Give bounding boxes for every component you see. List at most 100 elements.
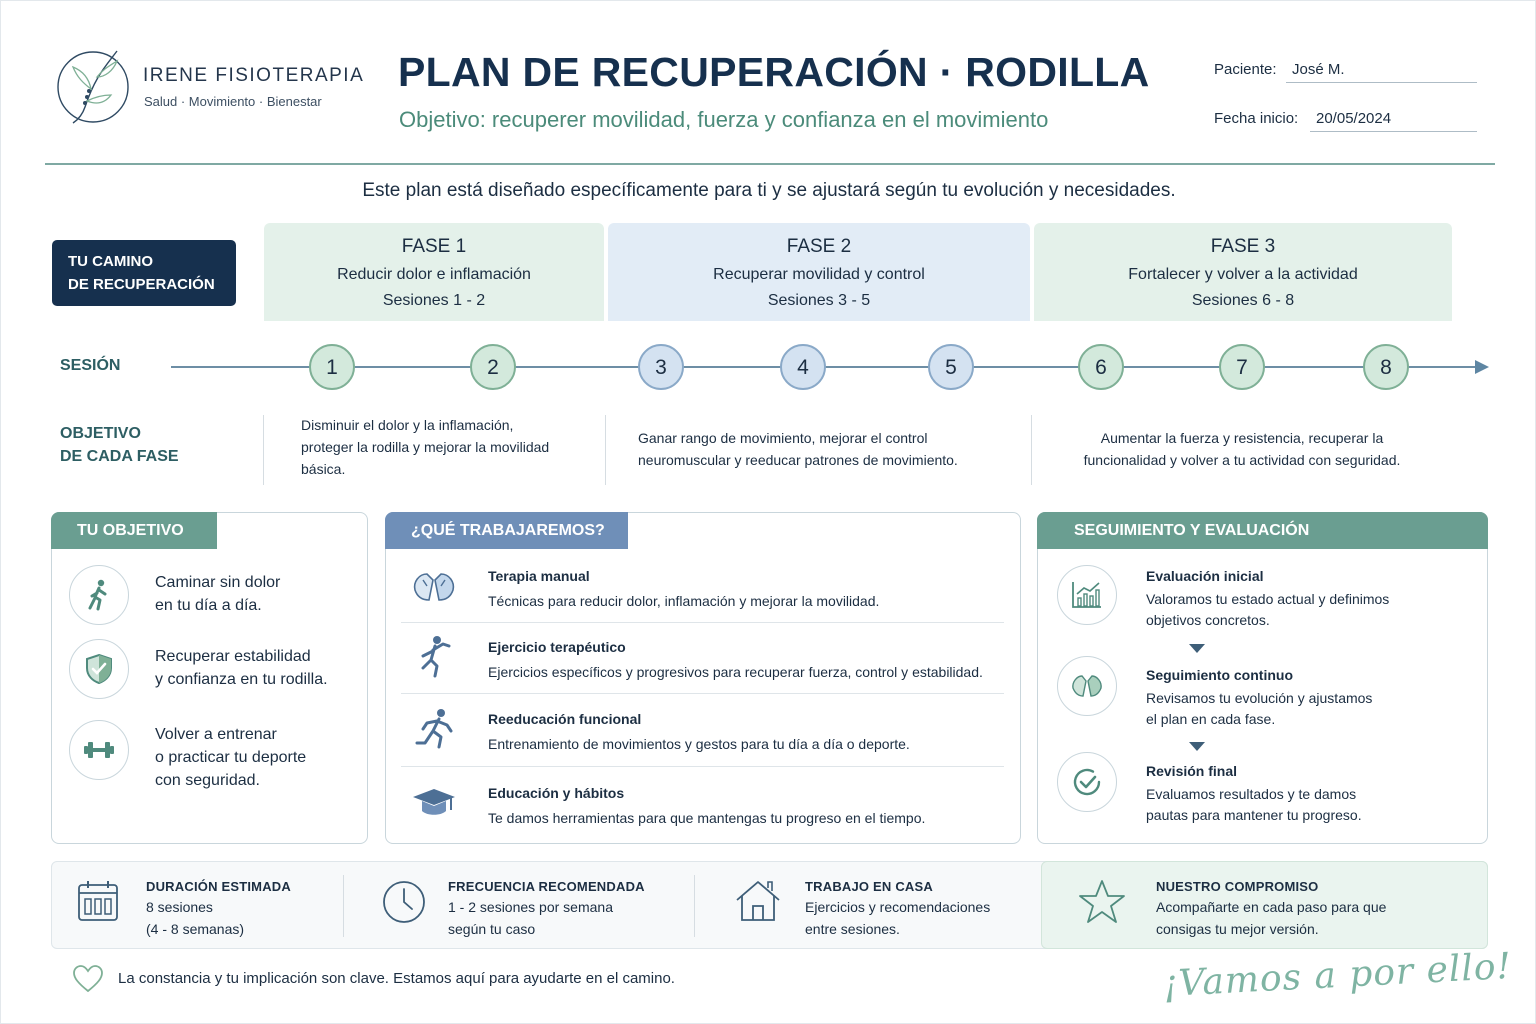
work-item-desc: Técnicas para reducir dolor, inflamación… — [488, 593, 880, 609]
work-item-1: Terapia manual Técnicas para reducir dol… — [488, 568, 879, 609]
tracking-item-desc: Valoramos tu estado actual y definimos o… — [1146, 589, 1389, 631]
phase-sessions: Sesiones 1 - 2 — [382, 292, 486, 309]
footer-item-title: DURACIÓN ESTIMADA — [146, 879, 291, 894]
tracking-item-desc-line: Valoramos tu estado actual y definimos — [1146, 591, 1390, 607]
tracking-item-title: Evaluación inicial — [1146, 568, 1264, 584]
star-icon — [1079, 880, 1125, 923]
hands-icon — [1057, 656, 1117, 716]
divider — [694, 875, 695, 937]
goal-item-text: con seguridad. — [155, 772, 260, 789]
footer-item-title: TRABAJO EN CASA — [805, 879, 933, 894]
footer-item-desc-line: Acompañarte en cada paso para que — [1156, 899, 1387, 915]
footer-item-desc-line: (4 - 8 semanas) — [146, 921, 245, 937]
phase-2-header: FASE 2 Recuperar movilidad y control Ses… — [608, 223, 1030, 321]
footer-item-homework: TRABAJO EN CASA Ejercicios y recomendaci… — [805, 879, 990, 940]
date-label: Fecha inicio: — [1214, 110, 1299, 127]
session-label: SESIÓN — [60, 357, 121, 374]
tracking-item-desc: Revisamos tu evolución y ajustamos el pl… — [1146, 688, 1372, 730]
header-divider — [45, 163, 1495, 165]
footer-item-title: FRECUENCIA RECOMENDADA — [448, 879, 645, 894]
goal-item-text: Caminar sin dolor — [155, 574, 281, 591]
tracking-card-title: SEGUIMIENTO Y EVALUACIÓN — [1037, 512, 1488, 549]
recovery-path-line2: DE RECUPERACIÓN — [68, 276, 215, 293]
heart-icon — [73, 965, 103, 993]
divider — [1031, 415, 1032, 485]
goal-item-text: en tu día a día. — [155, 597, 262, 614]
footer-item-desc: 8 sesiones (4 - 8 semanas) — [146, 896, 291, 940]
work-card — [385, 512, 1021, 844]
calendar-icon — [78, 881, 118, 921]
phase-title: FASE 3 — [1210, 236, 1276, 257]
goal-card-title: TU OBJETIVO — [51, 512, 217, 549]
shield-check-icon — [69, 639, 129, 699]
tracking-item-desc-line: pautas para mantener tu progreso. — [1146, 807, 1362, 823]
patient-label: Paciente: — [1214, 61, 1277, 78]
footer-item-desc: Ejercicios y recomendaciones entre sesio… — [805, 896, 990, 940]
phase-subtitle: Fortalecer y volver a la actividad — [1128, 266, 1358, 283]
session-node-8: 8 — [1363, 344, 1409, 390]
graduation-cap-icon — [413, 789, 455, 815]
divider — [401, 766, 1004, 767]
goal-item-3: Volver a entrenar o practicar tu deporte… — [155, 723, 306, 792]
dumbbell-icon — [69, 720, 129, 780]
footer-item-desc: 1 - 2 sesiones por semana según tu caso — [448, 896, 645, 940]
goal-item-text: o practicar tu deporte — [155, 749, 307, 766]
phase-1-objective: Disminuir el dolor y la inflamación, pro… — [301, 417, 550, 477]
recovery-path-line1: TU CAMINO — [68, 253, 153, 270]
divider — [401, 693, 1004, 694]
tracking-item-desc-line: Evaluamos resultados y te damos — [1146, 786, 1357, 802]
commitment-panel — [1041, 861, 1488, 949]
arrow-down-icon — [1189, 644, 1205, 653]
hands-icon — [413, 573, 455, 601]
objective-label-line2: DE CADA FASE — [60, 448, 179, 465]
phase-title: FASE 1 — [401, 236, 467, 257]
tracking-item-desc-line: el plan en cada fase. — [1146, 711, 1276, 727]
divider — [343, 875, 344, 937]
tracking-item-desc-line: objetivos concretos. — [1146, 612, 1270, 628]
work-item-desc: Entrenamiento de movimientos y gestos pa… — [488, 736, 910, 752]
footer-item-desc-line: Ejercicios y recomendaciones — [805, 899, 991, 915]
phase-sessions: Sesiones 6 - 8 — [1191, 292, 1295, 309]
footer-item-commitment: NUESTRO COMPROMISO Acompañarte en cada p… — [1156, 879, 1386, 940]
clock-icon — [383, 881, 425, 923]
work-item-desc: Ejercicios específicos y progresivos par… — [488, 664, 983, 680]
walking-person-icon — [69, 565, 129, 625]
work-item-4: Educación y hábitos Te damos herramienta… — [488, 785, 925, 826]
footer-item-desc-line: 1 - 2 sesiones por semana — [448, 899, 613, 915]
goal-item-1: Caminar sin dolor en tu día a día. — [155, 571, 280, 617]
check-circle-icon — [1057, 752, 1117, 812]
phase-1-header: FASE 1 Reducir dolor e inflamación Sesio… — [264, 223, 604, 321]
work-item-title: Reeducación funcional — [488, 711, 642, 727]
session-node-6: 6 — [1078, 344, 1124, 390]
arrow-down-icon — [1189, 742, 1205, 751]
phase-3-header: FASE 3 Fortalecer y volver a la activida… — [1034, 223, 1452, 321]
work-item-desc: Te damos herramientas para que mantengas… — [488, 810, 926, 826]
chart-icon — [1057, 565, 1117, 625]
tracking-item-1: Evaluación inicial Valoramos tu estado a… — [1146, 568, 1389, 631]
work-item-2: Ejercicio terapéutico Ejercicios específ… — [488, 639, 983, 680]
divider — [263, 415, 264, 485]
house-icon — [736, 881, 780, 921]
footer-item-frequency: FRECUENCIA RECOMENDADA 1 - 2 sesiones po… — [448, 879, 645, 940]
page-title: PLAN DE RECUPERACIÓN · RODILLA — [398, 49, 1150, 95]
brand-tagline: Salud · Movimiento · Bienestar — [144, 94, 322, 109]
footer-item-desc-line: consigas tu mejor versión. — [1156, 921, 1319, 937]
patient-field[interactable]: José M. — [1286, 61, 1477, 83]
tracking-item-desc: Evaluamos resultados y te damos pautas p… — [1146, 784, 1362, 826]
session-node-2: 2 — [470, 344, 516, 390]
signature-slogan: ¡Vamos a por ello! — [1162, 945, 1513, 1006]
objective-label: OBJETIVO DE CADA FASE — [60, 422, 179, 468]
work-item-title: Ejercicio terapéutico — [488, 639, 626, 655]
session-node-4: 4 — [780, 344, 826, 390]
session-node-5: 5 — [928, 344, 974, 390]
footer-item-desc: Acompañarte en cada paso para que consig… — [1156, 896, 1386, 940]
intro-text: Este plan está diseñado específicamente … — [362, 180, 1176, 201]
phase-title: FASE 2 — [786, 236, 852, 257]
exercise-person-icon — [421, 636, 451, 678]
phase-sessions: Sesiones 3 - 5 — [767, 292, 871, 309]
tracking-item-title: Seguimiento continuo — [1146, 667, 1293, 683]
work-item-title: Educación y hábitos — [488, 785, 625, 801]
goal-item-2: Recuperar estabilidad y confianza en tu … — [155, 645, 328, 691]
date-field[interactable]: 20/05/2024 — [1310, 110, 1477, 132]
